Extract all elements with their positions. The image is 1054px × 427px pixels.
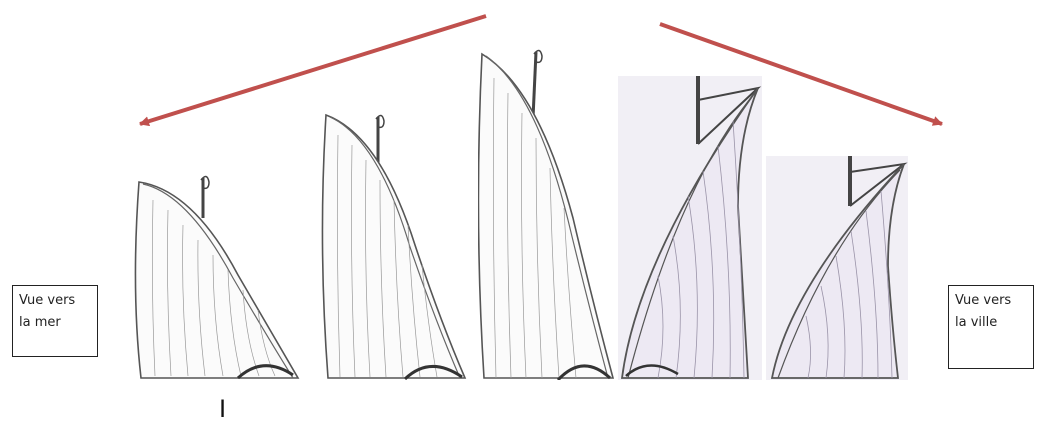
label-city-line1: Vue vers [955,290,1027,312]
sail-sketch-3 [478,48,618,380]
sail-sketch-5 [766,156,908,380]
label-city-line2: la ville [955,312,1027,334]
sail-sketch-2 [320,105,470,380]
sail-sketch-4 [618,76,762,380]
bottom-mark: I [219,395,226,423]
sail-sketch-1 [133,170,305,380]
label-sea-line2: la mer [19,312,91,334]
label-sea-line1: Vue vers [19,290,91,312]
label-sea-view: Vue vers la mer [12,285,98,357]
label-city-view: Vue vers la ville [948,285,1034,369]
